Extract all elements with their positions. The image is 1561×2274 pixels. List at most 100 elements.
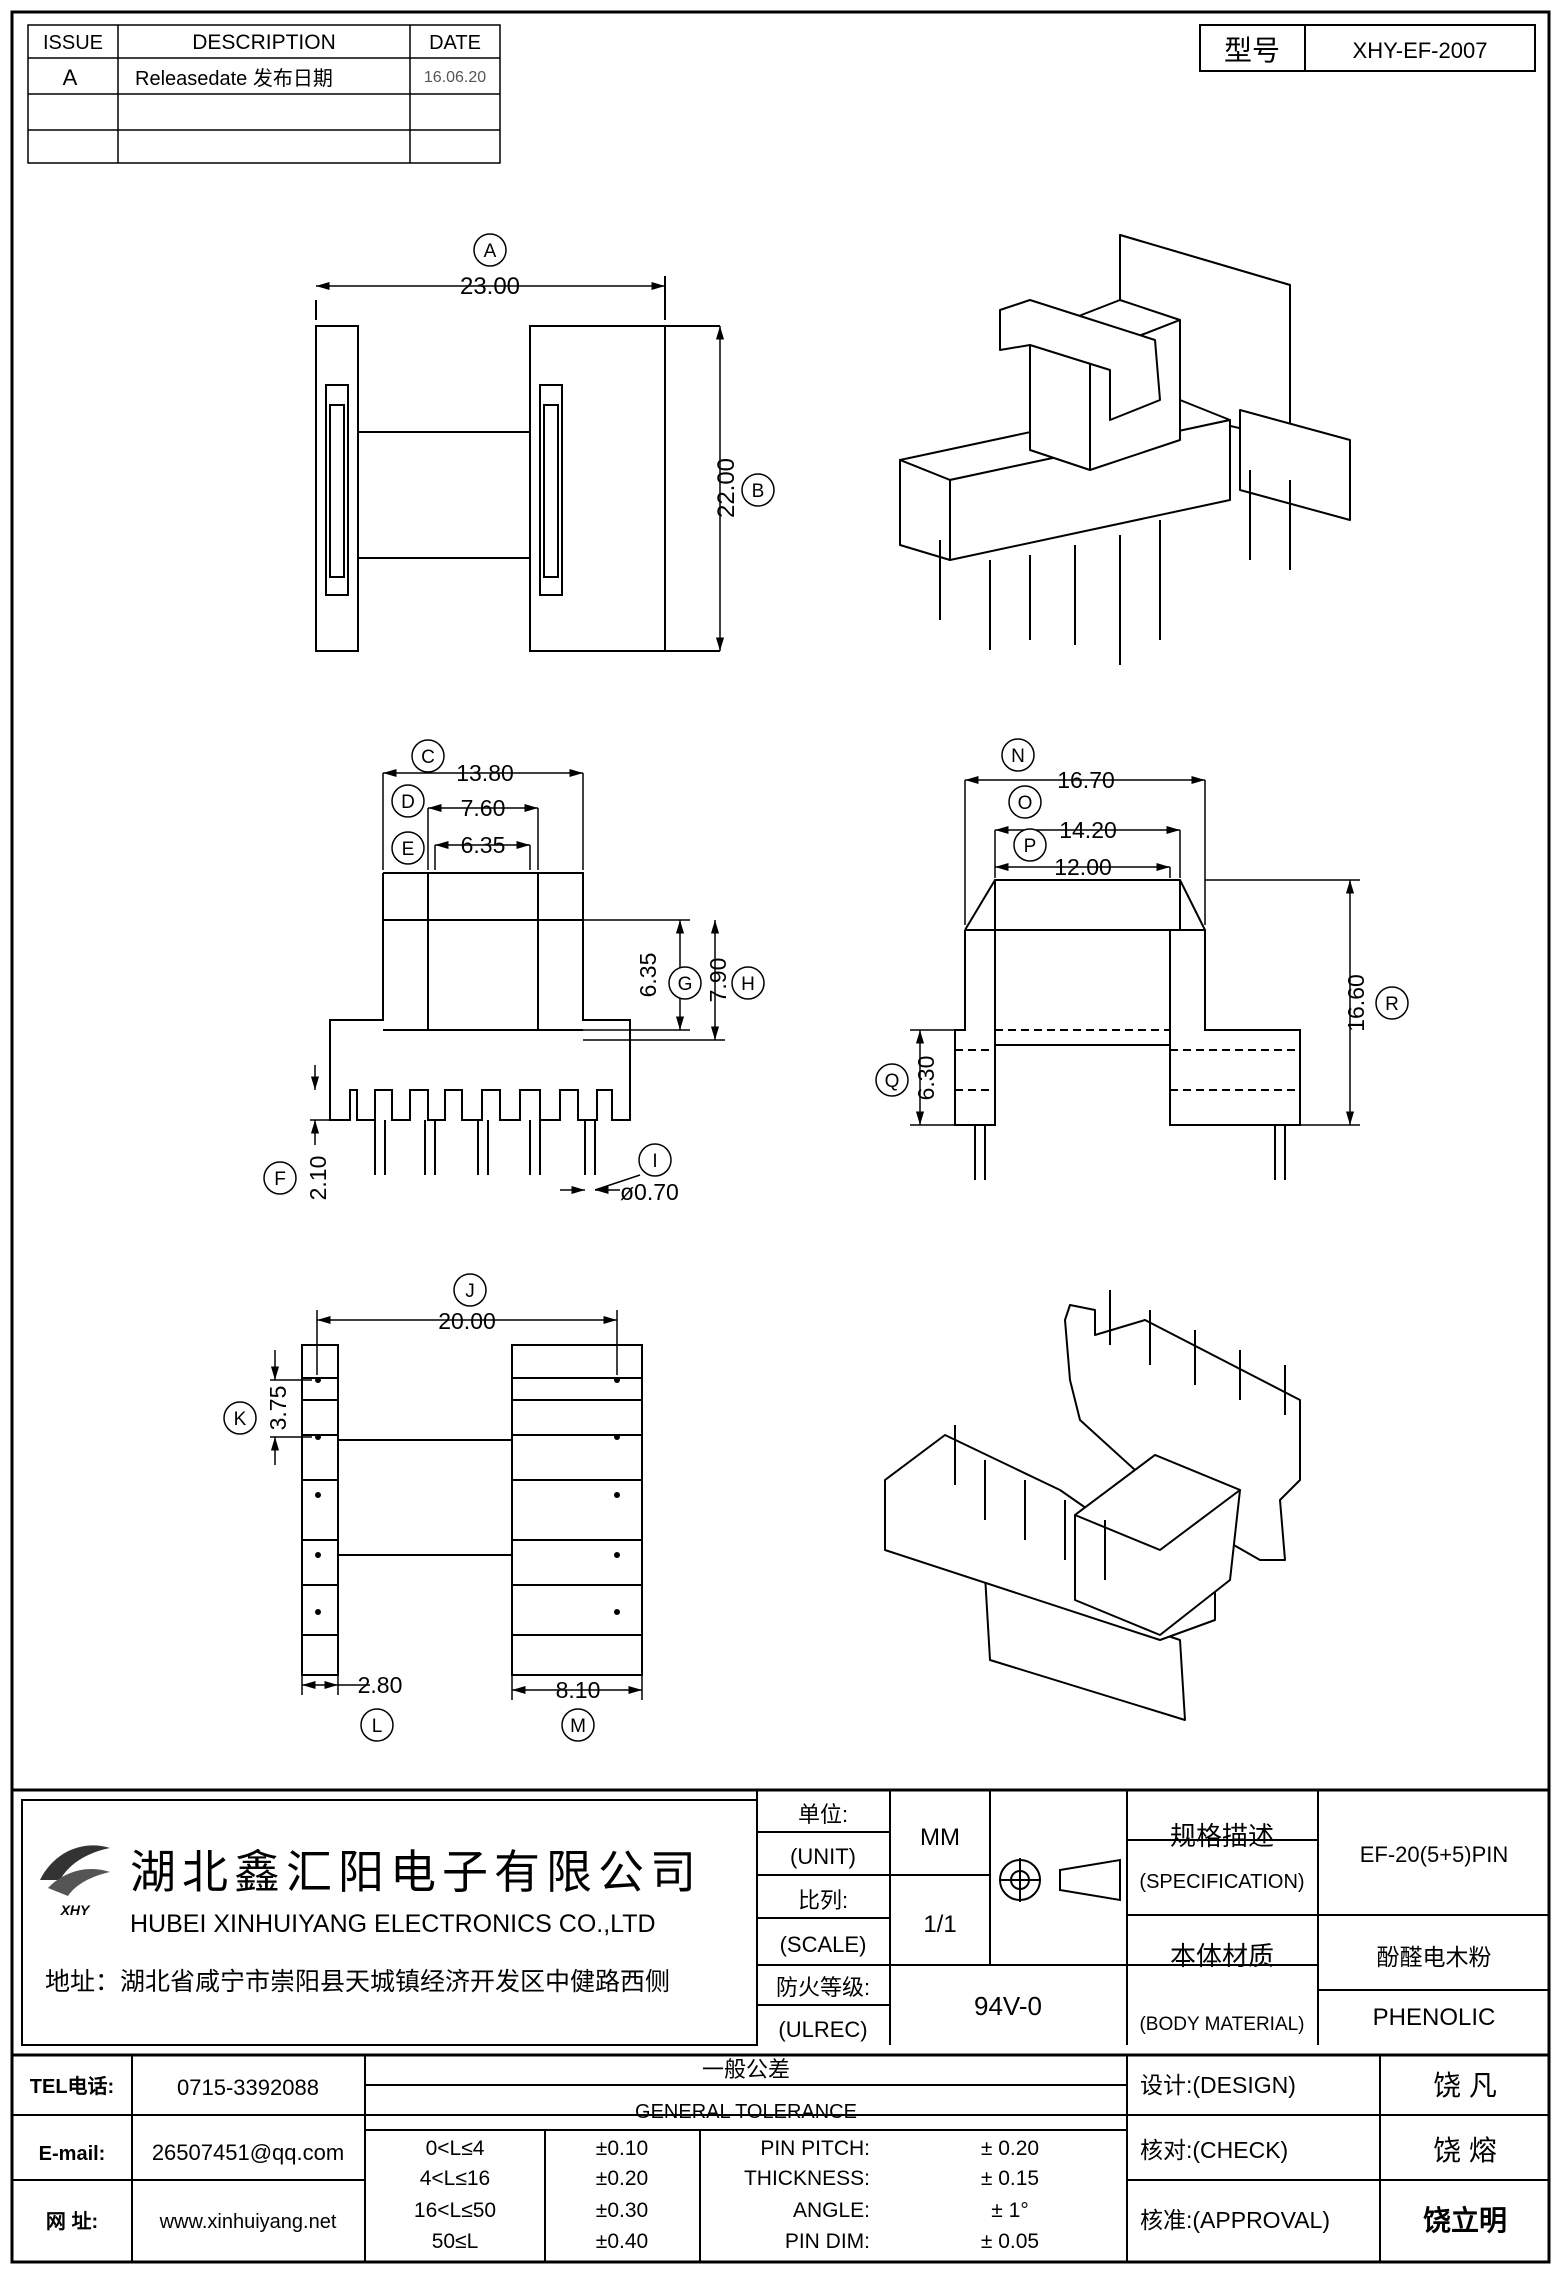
dim-value-B: 22.00 xyxy=(713,458,740,518)
tel-label: TEL电话: xyxy=(30,2075,114,2098)
tolerance-item: ANGLE: xyxy=(793,2199,870,2222)
balloon-L: L xyxy=(372,1716,383,1737)
top-view xyxy=(315,276,720,652)
material-value-cn: 酚醛电木粉 xyxy=(1377,1944,1492,1970)
tolerance-range: 4<L≤16 xyxy=(420,2167,491,2190)
dim-value-A: 23.00 xyxy=(460,273,520,300)
unit-label-en: (UNIT) xyxy=(790,1844,856,1869)
tolerance-item: PIN DIM: xyxy=(785,2230,870,2253)
approval-label: 核准:(APPROVAL) xyxy=(1140,2207,1330,2233)
dimension-labels: 23.00 22.00 13.80 7.60 6.35 2.10 6.35 7.… xyxy=(265,273,1369,1703)
approval-name: 饶立明 xyxy=(1423,2204,1507,2236)
dim-value-J: 20.00 xyxy=(438,1308,496,1334)
dimension-balloons xyxy=(223,233,1409,1742)
ulrec-label-cn: 防火等级: xyxy=(776,1975,870,2000)
scale-label-en: (SCALE) xyxy=(780,1932,867,1957)
design-name: 饶 凡 xyxy=(1433,2070,1497,2101)
tolerance-rows: 0<L≤4 ±0.10 PIN PITCH: ± 0.20 4<L≤16 ±0.… xyxy=(414,2137,1039,2253)
projection-symbol xyxy=(999,1858,1121,1902)
balloon-letters: A B C D E F G H I J K L M N O P Q R xyxy=(234,241,1399,1737)
balloon-N: N xyxy=(1011,746,1025,767)
spec-label-en: (SPECIFICATION) xyxy=(1139,1871,1304,1893)
revision-row-issue: A xyxy=(63,65,78,90)
dim-value-P: 12.00 xyxy=(1054,854,1112,880)
drawing-border xyxy=(10,10,1551,2264)
spec-value: EF-20(5+5)PIN xyxy=(1360,1842,1509,1867)
revision-row-description: Releasedate 发布日期 xyxy=(135,67,333,90)
company-name-en: HUBEI XINHUIYANG ELECTRONICS CO.,LTD xyxy=(130,1910,656,1938)
tolerance-value: ±0.40 xyxy=(596,2230,648,2253)
dim-value-F: 2.10 xyxy=(305,1156,331,1201)
model-box xyxy=(1199,24,1536,72)
dim-lines-CDEFGHI xyxy=(310,768,725,1195)
balloon-Q: Q xyxy=(885,1071,900,1092)
scale-value: 1/1 xyxy=(923,1911,956,1938)
material-label-en: (BODY MATERIAL) xyxy=(1139,2014,1304,2035)
balloon-G: G xyxy=(678,974,693,995)
balloon-B: B xyxy=(752,481,765,502)
balloon-R: R xyxy=(1385,994,1399,1015)
side-view xyxy=(954,879,1301,1180)
ulrec-label-en: (ULREC) xyxy=(778,2017,867,2042)
isometric-view-top xyxy=(899,234,1351,665)
balloon-H: H xyxy=(741,974,755,995)
dim-value-I: ø0.70 xyxy=(620,1179,679,1205)
bottom-view xyxy=(301,1344,643,1676)
revision-header-date: DATE xyxy=(429,32,481,54)
dim-value-D: 7.60 xyxy=(461,795,506,821)
company-logo: XHY xyxy=(40,1845,110,1918)
front-view xyxy=(329,872,631,1175)
web-value: www.xinhuiyang.net xyxy=(159,2211,337,2233)
balloon-A: A xyxy=(484,241,497,262)
balloon-F: F xyxy=(274,1169,286,1190)
balloon-O: O xyxy=(1018,793,1033,814)
dim-value-E: 6.35 xyxy=(461,832,506,858)
revision-table xyxy=(27,24,501,164)
dim-value-Q: 6.30 xyxy=(913,1056,939,1101)
balloon-K: K xyxy=(234,1409,247,1430)
dim-value-G: 6.35 xyxy=(635,953,661,998)
tolerance-range: 16<L≤50 xyxy=(414,2199,496,2222)
revision-header-issue: ISSUE xyxy=(43,32,103,54)
tolerance-value: ±0.20 xyxy=(596,2167,648,2190)
logo-text: XHY xyxy=(60,1902,91,1918)
revision-row-date: 16.06.20 xyxy=(424,69,486,86)
balloon-D: D xyxy=(401,792,415,813)
tolerance-range: 50≤L xyxy=(432,2230,479,2253)
tolerance-item-value: ± 1° xyxy=(991,2199,1028,2222)
tolerance-item-value: ± 0.15 xyxy=(981,2167,1039,2190)
tolerance-item: PIN PITCH: xyxy=(760,2137,870,2160)
dim-value-R: 16.60 xyxy=(1343,974,1369,1032)
dim-lines-JKLM xyxy=(270,1310,643,1700)
tolerance-range: 0<L≤4 xyxy=(426,2137,485,2160)
unit-value: MM xyxy=(920,1824,960,1851)
check-label: 核对:(CHECK) xyxy=(1140,2137,1288,2163)
check-name: 饶 熔 xyxy=(1433,2135,1497,2166)
tolerance-item-value: ± 0.05 xyxy=(981,2230,1039,2253)
tolerance-value: ±0.30 xyxy=(596,2199,648,2222)
dim-value-K: 3.75 xyxy=(265,1386,291,1431)
tolerance-title-cn: 一般公差 xyxy=(702,2057,790,2082)
balloon-C: C xyxy=(421,747,435,768)
balloon-P: P xyxy=(1024,836,1037,857)
dim-value-H: 7.90 xyxy=(705,958,731,1003)
balloon-E: E xyxy=(402,839,415,860)
unit-label-cn: 单位: xyxy=(798,1802,848,1827)
dim-lines-AB xyxy=(316,281,725,651)
model-value: XHY-EF-2007 xyxy=(1353,38,1488,63)
tolerance-value: ±0.10 xyxy=(596,2137,648,2160)
model-label: 型号 xyxy=(1224,35,1280,66)
balloon-J: J xyxy=(465,1281,475,1302)
isometric-view-bottom xyxy=(884,1290,1301,1721)
tolerance-item: THICKNESS: xyxy=(744,2167,870,2190)
tel-value: 0715-3392088 xyxy=(177,2075,319,2100)
design-label: 设计:(DESIGN) xyxy=(1140,2072,1296,2098)
ulrec-value: 94V-0 xyxy=(974,1991,1042,2021)
material-label-cn: 本体材质 xyxy=(1170,1941,1274,1971)
tolerance-title-en: GENERAL TOLERANCE xyxy=(635,2101,857,2123)
dim-value-M: 8.10 xyxy=(556,1677,601,1703)
email-value: 26507451@qq.com xyxy=(152,2140,344,2165)
dim-lines-NOPQR xyxy=(910,775,1360,1126)
tolerance-item-value: ± 0.20 xyxy=(981,2137,1039,2160)
